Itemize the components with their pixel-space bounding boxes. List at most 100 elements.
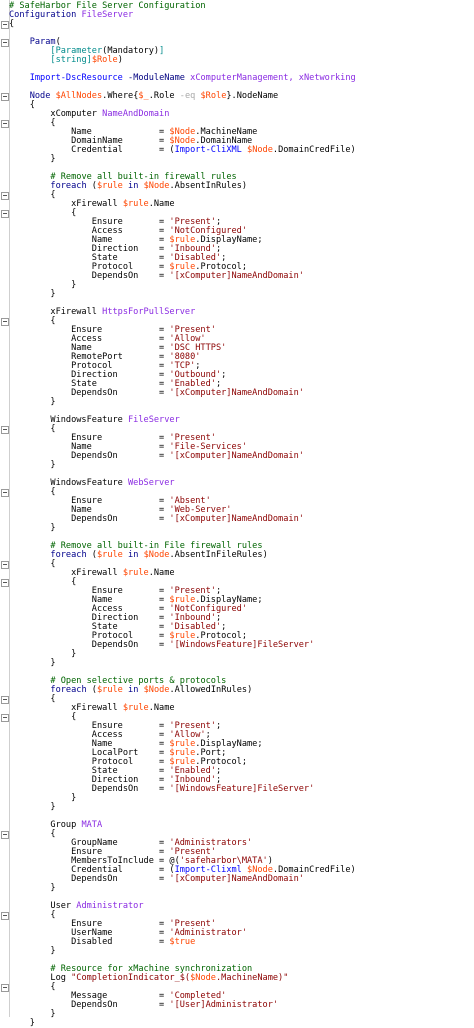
code-line[interactable]: Ensure = 'Present'; (9, 587, 474, 596)
code-line[interactable]: } (9, 281, 474, 290)
code-line[interactable]: } (9, 155, 474, 164)
code-line[interactable]: Ensure = 'Present'; (9, 722, 474, 731)
code-line[interactable]: { (1, 911, 474, 920)
code-line[interactable]: Name = 'Web-Server' (9, 506, 474, 515)
code-line[interactable]: Name = $rule.DisplayName; (9, 236, 474, 245)
code-line[interactable]: Access = 'Allow'; (9, 731, 474, 740)
code-line[interactable]: { (1, 119, 474, 128)
code-line[interactable]: Access = 'Allow' (9, 335, 474, 344)
fold-toggle-icon[interactable] (1, 489, 9, 497)
fold-toggle-icon[interactable] (1, 318, 9, 326)
code-line[interactable]: } (9, 290, 474, 299)
code-line[interactable]: WindowsFeature FileServer (9, 416, 474, 425)
fold-toggle-icon[interactable] (1, 39, 9, 47)
code-line[interactable]: } (9, 650, 474, 659)
code-line[interactable]: } (9, 884, 474, 893)
code-line[interactable]: [Parameter(Mandatory)] (9, 47, 474, 56)
code-line[interactable]: { (1, 20, 474, 29)
code-line[interactable]: Ensure = 'Absent' (9, 497, 474, 506)
code-line[interactable]: Protocol = $rule.Protocol; (9, 632, 474, 641)
code-line[interactable]: Ensure = 'Present'; (9, 218, 474, 227)
code-line[interactable]: DependsOn = '[xComputer]NameAndDomain' (9, 875, 474, 884)
code-line[interactable]: Direction = 'Outbound'; (9, 371, 474, 380)
code-line[interactable]: { (1, 578, 474, 587)
code-line[interactable]: Group MATA (9, 821, 474, 830)
code-line[interactable]: Direction = 'Inbound'; (9, 245, 474, 254)
fold-toggle-icon[interactable] (1, 579, 9, 587)
code-line[interactable]: { (1, 425, 474, 434)
fold-toggle-icon[interactable] (1, 696, 9, 704)
code-line[interactable]: xFirewall $rule.Name (9, 704, 474, 713)
code-line[interactable]: DependsOn = '[xComputer]NameAndDomain' (9, 272, 474, 281)
fold-toggle-icon[interactable] (1, 93, 9, 101)
code-line[interactable]: # Remove all built-in File firewall rule… (9, 542, 474, 551)
code-line[interactable]: Ensure = 'Present' (9, 848, 474, 857)
code-line[interactable]: Node $AllNodes.Where{$_.Role -eq $Role}.… (1, 92, 474, 101)
code-line[interactable]: } (9, 659, 474, 668)
code-line[interactable]: Log "CompletionIndicator_$($Node.Machine… (9, 974, 474, 983)
code-line[interactable]: # Resource for xMachine synchronization (9, 965, 474, 974)
fold-toggle-icon[interactable] (1, 210, 9, 218)
code-line[interactable]: GroupName = 'Administrators' (9, 839, 474, 848)
fold-toggle-icon[interactable] (1, 912, 9, 920)
code-line[interactable]: foreach ($rule in $Node.AbsentInRules) (9, 182, 474, 191)
code-line[interactable]: { (1, 191, 474, 200)
code-line[interactable]: } (9, 947, 474, 956)
code-line[interactable]: } (9, 524, 474, 533)
code-line[interactable]: { (1, 830, 474, 839)
code-line[interactable]: { (1, 713, 474, 722)
code-line[interactable]: Ensure = 'Present' (9, 920, 474, 929)
code-line[interactable]: Protocol = 'TCP'; (9, 362, 474, 371)
code-line[interactable]: { (1, 209, 474, 218)
code-line[interactable]: xFirewall $rule.Name (9, 569, 474, 578)
code-line[interactable]: xFirewall HttpsForPullServer (9, 308, 474, 317)
code-line[interactable] (9, 29, 474, 38)
fold-toggle-icon[interactable] (1, 192, 9, 200)
code-line[interactable]: DependsOn = '[xComputer]NameAndDomain' (9, 389, 474, 398)
code-line[interactable]: { (1, 560, 474, 569)
fold-toggle-icon[interactable] (1, 984, 9, 992)
code-line[interactable]: LocalPort = $rule.Port; (9, 749, 474, 758)
code-line[interactable]: DependsOn = '[xComputer]NameAndDomain' (9, 452, 474, 461)
code-line[interactable]: } (9, 461, 474, 470)
code-line[interactable]: DependsOn = '[WindowsFeature]FileServer' (9, 641, 474, 650)
code-line[interactable]: } (9, 794, 474, 803)
fold-toggle-icon[interactable] (1, 21, 9, 29)
code-line[interactable]: Name = $Node.MachineName (9, 128, 474, 137)
code-line[interactable]: Import-DscResource -ModuleName xComputer… (9, 74, 474, 83)
code-line[interactable]: DependsOn = '[WindowsFeature]FileServer' (9, 785, 474, 794)
code-line[interactable]: State = 'Enabled'; (9, 767, 474, 776)
code-line[interactable]: foreach ($rule in $Node.AllowedInRules) (9, 686, 474, 695)
code-line[interactable]: DomainName = $Node.DomainName (9, 137, 474, 146)
code-line[interactable]: Protocol = $rule.Protocol; (9, 758, 474, 767)
code-line[interactable]: { (1, 983, 474, 992)
code-line[interactable]: Credential = (Import-Clixml $Node.Domain… (9, 866, 474, 875)
code-line[interactable]: Ensure = 'Present' (9, 434, 474, 443)
code-line[interactable]: Protocol = $rule.Protocol; (9, 263, 474, 272)
code-line[interactable]: Configuration FileServer (9, 11, 474, 20)
fold-toggle-icon[interactable] (1, 561, 9, 569)
code-line[interactable]: Param( (1, 38, 474, 47)
code-line[interactable]: Message = 'Completed' (9, 992, 474, 1001)
code-line[interactable]: Access = 'NotConfigured' (9, 605, 474, 614)
code-line[interactable]: } (9, 398, 474, 407)
fold-toggle-icon[interactable] (1, 426, 9, 434)
code-line[interactable]: DependsOn = '[xComputer]NameAndDomain' (9, 515, 474, 524)
code-line[interactable]: xFirewall $rule.Name (9, 200, 474, 209)
code-line[interactable]: # SafeHarbor File Server Configuration (9, 2, 474, 11)
code-line[interactable]: { (9, 101, 474, 110)
code-line[interactable]: State = 'Enabled'; (9, 380, 474, 389)
code-line[interactable]: MembersToInclude = @('safeharbor\MATA') (9, 857, 474, 866)
code-line[interactable]: UserName = 'Administrator' (9, 929, 474, 938)
code-line[interactable]: { (1, 317, 474, 326)
code-line[interactable]: RemotePort = '8080' (9, 353, 474, 362)
fold-toggle-icon[interactable] (1, 714, 9, 722)
code-line[interactable]: Name = 'File-Services' (9, 443, 474, 452)
fold-toggle-icon[interactable] (1, 831, 9, 839)
code-line[interactable]: WindowsFeature WebServer (9, 479, 474, 488)
code-line[interactable]: Access = 'NotConfigured' (9, 227, 474, 236)
code-line[interactable]: } (9, 1019, 474, 1028)
fold-toggle-icon[interactable] (1, 120, 9, 128)
code-line[interactable]: } (9, 1010, 474, 1019)
